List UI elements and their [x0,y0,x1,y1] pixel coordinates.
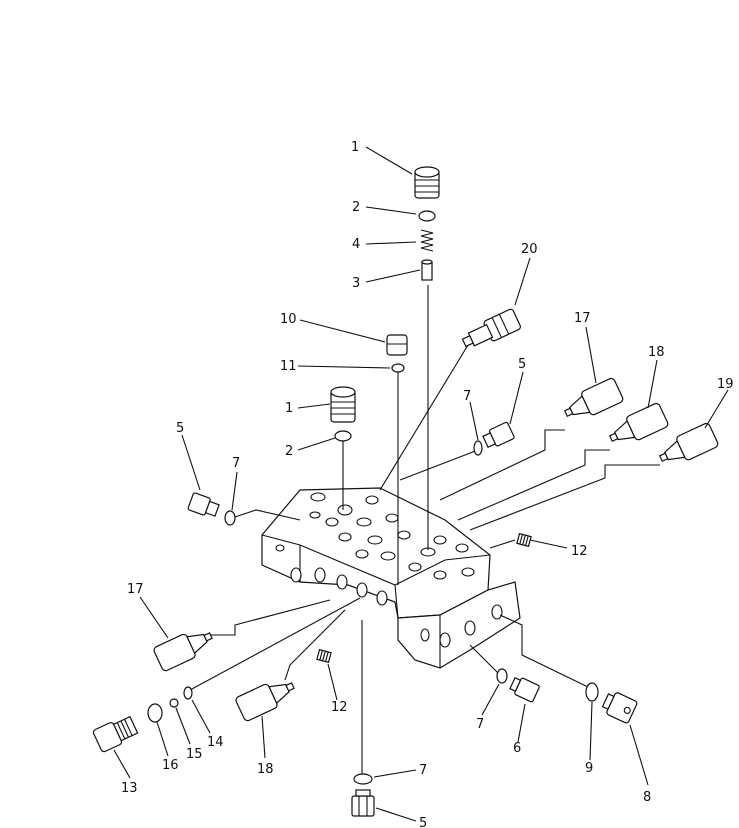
callout-8: 8 [643,790,651,805]
callout-17-lower: 17 [127,582,144,597]
solenoid-part-19 [658,422,719,463]
o-ring-part-2-top [418,210,436,222]
solenoid-part-18-upper [608,402,669,443]
solenoid-part-18-lower [235,682,295,722]
callout-19: 19 [717,377,734,392]
o-ring-part-14 [183,686,193,700]
callout-17-upper: 17 [574,311,591,326]
callout-5-right: 5 [518,357,526,372]
callout-5-bottom: 5 [419,816,427,828]
screw-part-12-upper [516,532,532,548]
plug-part-1-middle [330,386,356,423]
o-ring-part-7-lower-right [496,668,508,684]
screw-part-12-lower [316,648,332,664]
o-ring-part-7-right [473,440,483,456]
o-ring-part-11 [391,363,405,373]
callout-1-top: 1 [351,140,359,155]
callout-10: 10 [280,312,297,327]
pin-part-3 [421,259,433,281]
callout-5-left: 5 [176,421,184,436]
o-ring-part-7-bottom [353,773,373,785]
callout-18-upper: 18 [648,345,665,360]
plug-part-5-left [187,492,220,517]
callout-6: 6 [513,741,521,756]
o-ring-part-16 [147,703,163,723]
o-ring-part-2-middle [334,430,352,442]
callout-20: 20 [521,242,538,257]
plug-part-13 [92,715,139,753]
callout-7-bottom: 7 [419,763,427,778]
callout-labels: 1 2 4 3 20 10 11 1 2 17 18 19 5 7 5 7 12… [121,140,734,828]
plug-part-1-top [414,166,440,199]
callout-9: 9 [585,761,593,776]
callout-7-left: 7 [232,456,240,471]
callout-15: 15 [186,747,203,762]
valve-body [261,487,521,669]
callout-4: 4 [352,237,360,252]
plug-part-8 [601,692,638,724]
callout-16: 16 [162,758,179,773]
o-ring-part-7-left [224,510,236,526]
callout-2-middle: 2 [285,444,293,459]
plug-part-5-right [482,421,515,448]
plug-part-6 [509,677,540,703]
washer-part-15 [169,698,179,708]
callout-12-lower: 12 [331,700,348,715]
callout-1-middle: 1 [285,401,293,416]
callout-2-top: 2 [352,200,360,215]
spring-part-4 [420,229,434,252]
callout-7-lower-right: 7 [476,717,484,732]
callout-leaders [113,146,729,822]
callout-12-upper: 12 [571,544,588,559]
solenoid-part-20 [461,308,521,348]
assembly-lines [189,285,660,775]
callout-11: 11 [280,359,297,374]
solenoid-part-17-lower [153,632,213,672]
plug-part-5-bottom [351,789,375,817]
plug-part-10 [386,334,408,356]
o-ring-part-9 [585,682,599,702]
parts [92,166,719,817]
callout-14: 14 [207,735,224,750]
callout-13: 13 [121,781,138,796]
callout-3: 3 [352,276,360,291]
solenoid-part-17-upper [563,377,624,418]
callout-7-right: 7 [463,389,471,404]
callout-18-lower: 18 [257,762,274,777]
